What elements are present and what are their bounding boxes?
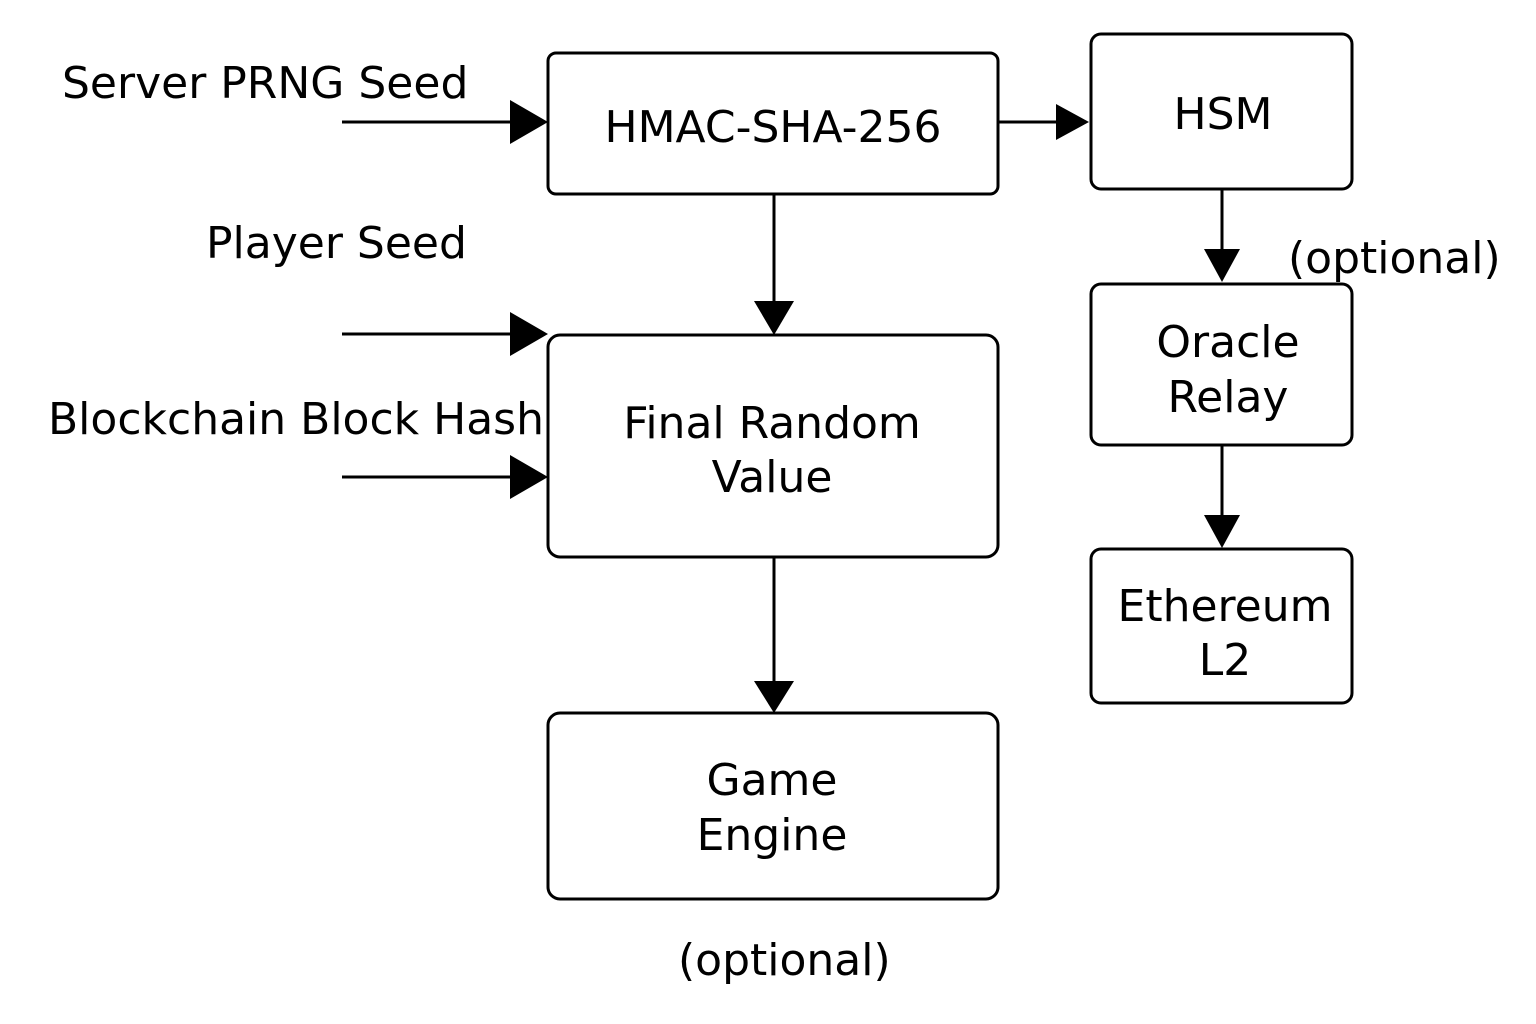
game-engine-text-line1: Game — [707, 755, 838, 806]
final-random-value-text-line2: Value — [712, 452, 833, 503]
arrow-hsm-to-oracle — [1204, 189, 1240, 282]
player-seed-label: Player Seed — [206, 218, 467, 269]
ethereum-l2-text-line1: Ethereum — [1118, 581, 1333, 632]
final-random-value-node: Final Random Value — [546, 333, 1000, 559]
ethereum-l2-node: Ethereum L2 — [1089, 547, 1354, 705]
arrow-final-to-engine — [754, 557, 794, 713]
final-random-value-text-line1: Final Random — [623, 398, 921, 449]
game-engine-text-line2: Engine — [697, 810, 848, 861]
arrow-player-seed-to-final — [342, 312, 548, 356]
game-engine-node: Game Engine — [546, 711, 1000, 901]
arrow-server-seed-to-hmac — [342, 100, 548, 144]
arrow-block-hash-to-final — [342, 455, 548, 499]
hsm-node: HSM — [1089, 32, 1354, 191]
arrow-hmac-to-hsm — [998, 104, 1089, 140]
arrow-oracle-to-ethereum — [1204, 445, 1240, 548]
ethereum-l2-text-line2: L2 — [1199, 635, 1252, 686]
oracle-relay-text-line2: Relay — [1168, 372, 1289, 423]
oracle-relay-node: Oracle Relay — [1089, 282, 1354, 447]
optional-note-bottom: (optional) — [678, 935, 891, 986]
optional-note-right: (optional) — [1288, 233, 1501, 284]
hmac-sha-256-node: HMAC-SHA-256 — [546, 51, 1000, 196]
oracle-relay-text-line1: Oracle — [1156, 317, 1299, 368]
server-prng-seed-label: Server PRNG Seed — [62, 58, 468, 109]
blockchain-block-hash-label: Blockchain Block Hash — [48, 394, 544, 445]
hsm-text: HSM — [1174, 89, 1273, 140]
arrow-hmac-to-final — [754, 194, 794, 335]
hmac-sha-256-text: HMAC-SHA-256 — [605, 102, 942, 153]
